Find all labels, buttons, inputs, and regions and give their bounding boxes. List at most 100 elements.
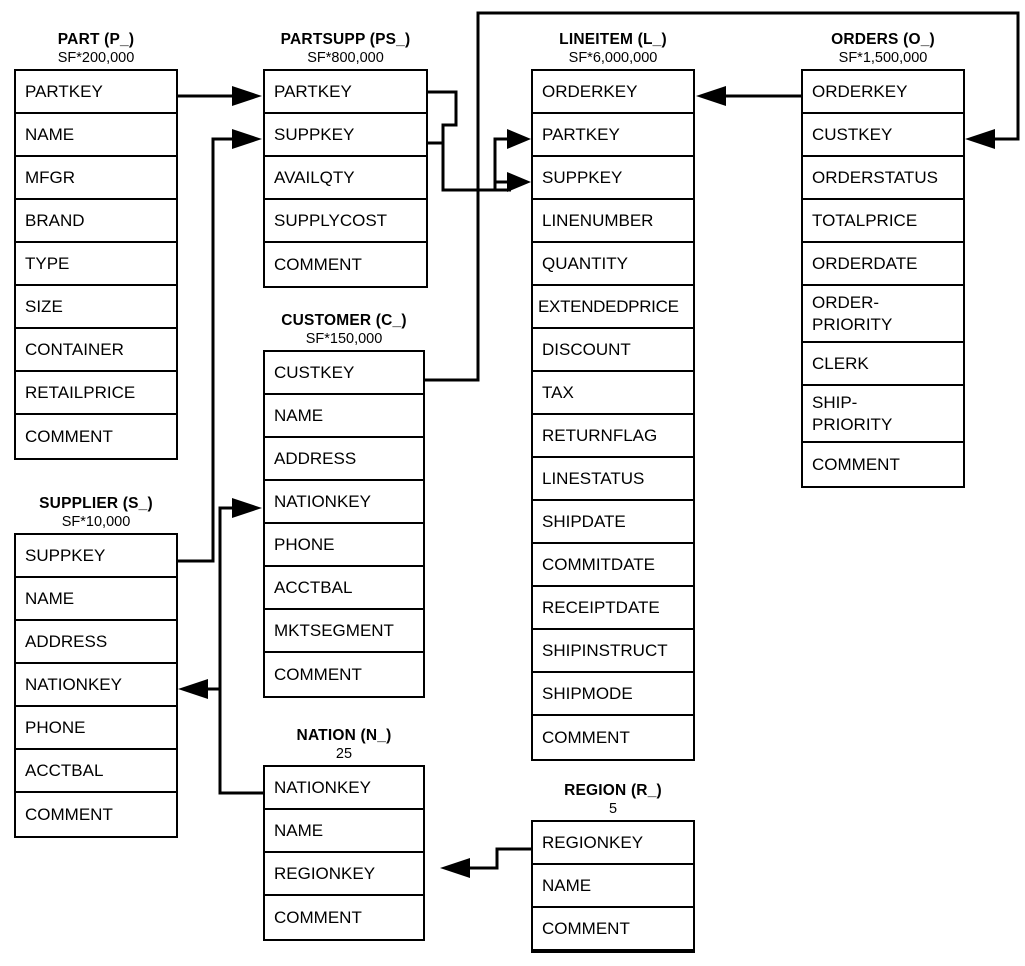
field-supplier-suppkey[interactable]: SUPPKEY [16, 535, 176, 578]
field-lineitem-shipdate[interactable]: SHIPDATE [533, 501, 693, 544]
table-lineitem-title: LINEITEM (L_) [559, 31, 667, 48]
field-lineitem-receiptdate[interactable]: RECEIPTDATE [533, 587, 693, 630]
table-part-cardinality: SF*200,000 [57, 50, 135, 66]
table-partsupp-title: PARTSUPP (PS_) [280, 31, 411, 48]
field-lineitem-linenumber[interactable]: LINENUMBER [533, 200, 693, 243]
field-partsupp-partkey[interactable]: PARTKEY [265, 71, 426, 114]
field-orders-orderkey[interactable]: ORDERKEY [803, 71, 963, 114]
field-orders-shippriority[interactable]: SHIP- PRIORITY [803, 386, 963, 443]
field-orders-orderpriority-line1: ORDER- [812, 293, 880, 312]
field-orders-clerk[interactable]: CLERK [803, 343, 963, 386]
field-part-container[interactable]: CONTAINER [16, 329, 176, 372]
field-orders-shippriority-line1: SHIP- [812, 393, 858, 412]
field-supplier-address[interactable]: ADDRESS [16, 621, 176, 664]
field-orders-totalprice[interactable]: TOTALPRICE [803, 200, 963, 243]
table-nation-cardinality: 25 [335, 746, 353, 762]
connector-partsupp-to-lineitem [428, 90, 531, 192]
field-supplier-comment[interactable]: COMMENT [25, 805, 113, 824]
field-part-name[interactable]: NAME [16, 114, 176, 157]
field-nation-nationkey[interactable]: NATIONKEY [265, 767, 423, 810]
field-customer-comment[interactable]: COMMENT [274, 665, 362, 684]
field-customer-name[interactable]: NAME [265, 395, 423, 438]
field-region-comment[interactable]: COMMENT [533, 908, 693, 951]
field-orders-custkey[interactable]: CUSTKEY [803, 114, 963, 157]
table-part-box: PARTKEY NAME MFGR BRAND TYPE SIZE CONTAI… [14, 69, 178, 460]
table-partsupp-cardinality: SF*800,000 [307, 50, 384, 66]
table-customer-cardinality: SF*150,000 [305, 331, 383, 347]
table-region-box: REGIONKEY NAME COMMENT [531, 820, 695, 953]
table-customer: CUSTOMER (C_) SF*150,000 CUSTKEY NAME AD… [263, 311, 425, 698]
field-lineitem-orderkey[interactable]: ORDERKEY [533, 71, 693, 114]
table-orders-box: ORDERKEY CUSTKEY ORDERSTATUS TOTALPRICE … [801, 69, 965, 488]
field-lineitem-shipmode[interactable]: SHIPMODE [533, 673, 693, 716]
field-lineitem-suppkey[interactable]: SUPPKEY [533, 157, 693, 200]
field-part-mfgr[interactable]: MFGR [16, 157, 176, 200]
field-part-size[interactable]: SIZE [16, 286, 176, 329]
field-orders-orderstatus[interactable]: ORDERSTATUS [803, 157, 963, 200]
field-lineitem-quantity[interactable]: QUANTITY [533, 243, 693, 286]
table-orders: ORDERS (O_) SF*1,500,000 ORDERKEY CUSTKE… [801, 30, 965, 488]
field-part-retailprice[interactable]: RETAILPRICE [16, 372, 176, 415]
field-partsupp-availqty[interactable]: AVAILQTY [265, 157, 426, 200]
field-lineitem-commitdate[interactable]: COMMITDATE [533, 544, 693, 587]
table-customer-title: CUSTOMER (C_) [281, 312, 407, 329]
field-part-partkey[interactable]: PARTKEY [16, 71, 176, 114]
field-lineitem-partkey[interactable]: PARTKEY [533, 114, 693, 157]
field-lineitem-returnflag[interactable]: RETURNFLAG [533, 415, 693, 458]
field-customer-nationkey[interactable]: NATIONKEY [265, 481, 423, 524]
table-part-title: PART (P_) [57, 31, 135, 48]
field-orders-comment[interactable]: COMMENT [812, 455, 900, 474]
table-lineitem: LINEITEM (L_) SF*6,000,000 ORDERKEY PART… [531, 30, 695, 761]
table-region-title: REGION (R_) [564, 782, 662, 799]
field-lineitem-linestatus[interactable]: LINESTATUS [533, 458, 693, 501]
connector-nation-to-customer-supplier [178, 498, 265, 795]
field-customer-acctbal[interactable]: ACCTBAL [265, 567, 423, 610]
table-customer-box: CUSTKEY NAME ADDRESS NATIONKEY PHONE ACC… [263, 350, 425, 698]
table-partsupp-box: PARTKEY SUPPKEY AVAILQTY SUPPLYCOST COMM… [263, 69, 428, 288]
field-lineitem-tax[interactable]: TAX [533, 372, 693, 415]
field-nation-regionkey[interactable]: REGIONKEY [265, 853, 423, 896]
field-partsupp-suppkey[interactable]: SUPPKEY [265, 114, 426, 157]
field-supplier-phone[interactable]: PHONE [16, 707, 176, 750]
field-partsupp-comment[interactable]: COMMENT [274, 255, 362, 274]
table-part: PART (P_) SF*200,000 PARTKEY NAME MFGR B… [14, 30, 178, 460]
field-lineitem-extendedprice[interactable]: EXTENDEDPRICE [533, 286, 693, 329]
field-supplier-acctbal[interactable]: ACCTBAL [16, 750, 176, 793]
field-lineitem-discount[interactable]: DISCOUNT [533, 329, 693, 372]
field-part-brand[interactable]: BRAND [16, 200, 176, 243]
field-partsupp-supplycost[interactable]: SUPPLYCOST [265, 200, 426, 243]
field-part-type[interactable]: TYPE [16, 243, 176, 286]
field-part-comment[interactable]: COMMENT [25, 427, 113, 446]
table-lineitem-cardinality: SF*6,000,000 [568, 50, 658, 66]
table-nation: NATION (N_) 25 NATIONKEY NAME REGIONKEY … [263, 726, 425, 941]
table-supplier-cardinality: SF*10,000 [61, 514, 131, 530]
field-customer-phone[interactable]: PHONE [265, 524, 423, 567]
connector-orders-to-lineitem [696, 86, 803, 106]
table-region: REGION (R_) 5 REGIONKEY NAME COMMENT [531, 781, 695, 953]
field-supplier-nationkey[interactable]: NATIONKEY [16, 664, 176, 707]
field-lineitem-shipinstruct[interactable]: SHIPINSTRUCT [533, 630, 693, 673]
field-orders-orderpriority-line2: PRIORITY [812, 315, 893, 334]
table-lineitem-box: ORDERKEY PARTKEY SUPPKEY LINENUMBER QUAN… [531, 69, 695, 761]
table-partsupp: PARTSUPP (PS_) SF*800,000 PARTKEY SUPPKE… [263, 30, 428, 288]
table-region-cardinality: 5 [608, 801, 618, 817]
table-supplier-title: SUPPLIER (S_) [39, 495, 153, 512]
field-orders-orderpriority[interactable]: ORDER- PRIORITY [803, 286, 963, 343]
table-orders-cardinality: SF*1,500,000 [838, 50, 928, 66]
field-lineitem-comment[interactable]: COMMENT [542, 728, 630, 747]
table-nation-box: NATIONKEY NAME REGIONKEY COMMENT [263, 765, 425, 941]
table-supplier-box: SUPPKEY NAME ADDRESS NATIONKEY PHONE ACC… [14, 533, 178, 838]
field-nation-comment[interactable]: COMMENT [274, 908, 362, 927]
field-customer-custkey[interactable]: CUSTKEY [265, 352, 423, 395]
field-supplier-name[interactable]: NAME [16, 578, 176, 621]
table-supplier: SUPPLIER (S_) SF*10,000 SUPPKEY NAME ADD… [14, 494, 178, 838]
field-region-name[interactable]: NAME [533, 865, 693, 908]
field-customer-address[interactable]: ADDRESS [265, 438, 423, 481]
field-region-regionkey[interactable]: REGIONKEY [533, 822, 693, 865]
field-customer-mktsegment[interactable]: MKTSEGMENT [265, 610, 423, 653]
field-orders-orderdate[interactable]: ORDERDATE [803, 243, 963, 286]
table-nation-title: NATION (N_) [296, 727, 392, 744]
connector-part-to-partsupp [178, 86, 262, 106]
field-nation-name[interactable]: NAME [265, 810, 423, 853]
